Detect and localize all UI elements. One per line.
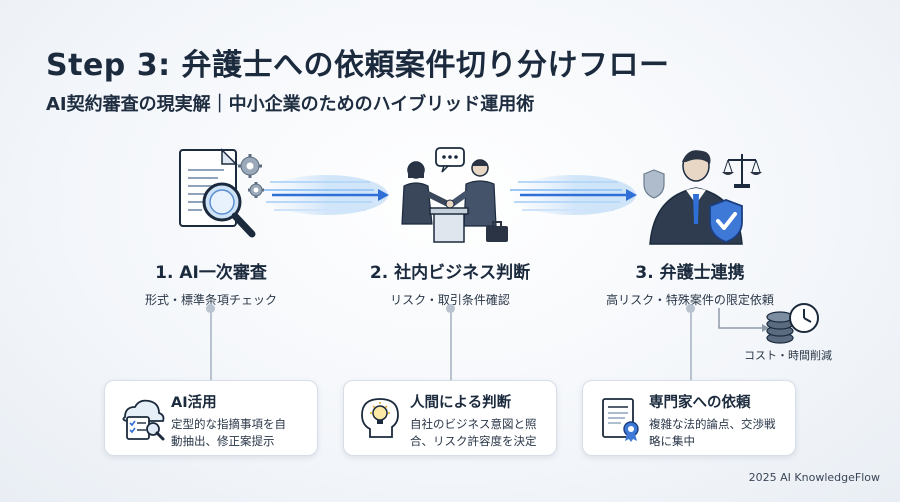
connector-line-3 [690, 310, 692, 380]
card-human-judgment: 人間による判断 自社のビジネス意図と照 合、リスク許容度を決定 [343, 380, 557, 456]
certificate-icon [602, 398, 639, 442]
stage-1-title: 1. AI一次審査 [155, 263, 267, 283]
card-expert-request-body: 複雑な法的論点、交渉戦 略に集中 [649, 417, 776, 448]
flow-arrow-1 [262, 175, 389, 215]
card-human-judgment-title: 人間による判断 [410, 395, 512, 411]
stage-1-desc: 形式・標準条項チェック [144, 293, 277, 307]
stage-2-title: 2. 社内ビジネス判断 [369, 263, 531, 283]
connector-dot-2 [446, 304, 455, 313]
card-expert-request-title: 専門家への依頼 [649, 395, 751, 411]
document-magnifier-icon [179, 148, 264, 238]
connector-dot-1 [206, 304, 215, 313]
stage-1: 1. AI一次審査 形式・標準条項チェック [91, 258, 331, 308]
stage-2-desc: リスク・取引条件確認 [390, 293, 510, 307]
handshake-meeting-icon [401, 147, 508, 243]
connector-line-2 [450, 310, 452, 380]
lightbulb-head-icon [361, 398, 399, 438]
cost-reduction-arrow [718, 308, 769, 332]
card-ai-usage: AI活用 定型的な指摘事項を自 動抽出、修正案提示 [104, 380, 318, 456]
footer-credit: 2025 AI KnowledgeFlow [748, 471, 880, 484]
card-human-judgment-body: 自社のビジネス意図と照 合、リスク許容度を決定 [410, 417, 537, 448]
stage-3: 3. 弁護士連携 高リスク・特殊案件の限定依頼 [570, 258, 810, 308]
lawyer-shield-icon [643, 150, 762, 245]
cloud-checklist-icon [122, 399, 165, 441]
page-subtitle: AI契約審査の現実解｜中小企業のためのハイブリッド運用術 [46, 94, 535, 115]
connector-dot-3 [686, 304, 695, 313]
card-expert-request: 専門家への依頼 複雑な法的論点、交渉戦 略に集中 [582, 380, 796, 456]
coins-clock-icon [766, 303, 819, 344]
connector-line-1 [210, 310, 212, 380]
page-title: Step 3: 弁護士への依頼案件切り分けフロー [46, 48, 670, 83]
flow-arrow-2 [510, 175, 637, 215]
card-ai-usage-body: 定型的な指摘事項を自 動抽出、修正案提示 [171, 417, 286, 448]
stage-2: 2. 社内ビジネス判断 リスク・取引条件確認 [330, 258, 570, 308]
cost-reduction-label: コスト・時間削減 [744, 349, 832, 362]
stage-3-desc: 高リスク・特殊案件の限定依頼 [606, 293, 774, 307]
stage-3-title: 3. 弁護士連携 [635, 263, 745, 283]
card-ai-usage-title: AI活用 [171, 395, 217, 411]
